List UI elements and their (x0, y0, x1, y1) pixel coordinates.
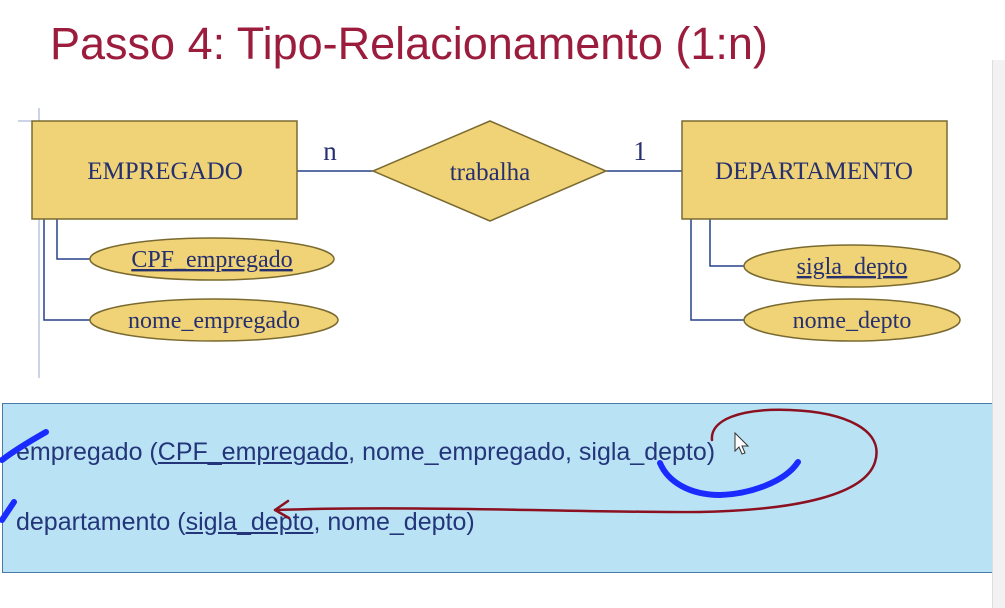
edge-nome-depto (690, 219, 744, 321)
er-diagram: EMPREGADO trabalha n 1 DEPARTAMENTO CPF_… (18, 108, 961, 378)
relation-departamento: departamento (sigla_depto, nome_depto) (16, 508, 475, 537)
relation-departamento-open: ( (170, 508, 186, 536)
relationship-label: trabalha (450, 159, 531, 186)
slide-title: Passo 4: Tipo-Relacionamento (1:n) (50, 18, 768, 69)
attribute-nome-empregado-label: nome_empregado (128, 308, 300, 334)
window-edge-bar (992, 60, 1005, 608)
relation-departamento-close: ) (466, 508, 475, 536)
relation-departamento-pk: sigla_depto (185, 508, 314, 536)
attribute-cpf-empregado-label: CPF_empregado (131, 247, 292, 273)
relation-empregado-attr1: nome_empregado (362, 438, 565, 466)
relation-empregado-open: ( (142, 438, 158, 466)
relation-departamento-name: departamento (16, 508, 171, 536)
attribute-nome-depto: nome_depto (743, 298, 961, 342)
attribute-nome-depto-label: nome_depto (793, 308, 912, 334)
relation-empregado-pk: CPF_empregado (157, 438, 349, 466)
edge-nome-empregado (43, 219, 90, 321)
cardinality-n: n (323, 136, 337, 166)
edge-cpf-empregado (56, 219, 90, 260)
entity-departamento-label: DEPARTAMENTO (715, 158, 913, 185)
relation-departamento-sep1: , (313, 508, 328, 536)
relation-departamento-attr1: nome_depto (327, 508, 467, 536)
attribute-nome-empregado: nome_empregado (89, 298, 339, 342)
entity-empregado: EMPREGADO (31, 120, 298, 220)
attribute-cpf-empregado: CPF_empregado (89, 237, 335, 281)
edge-sigla-depto (709, 219, 744, 267)
relation-empregado-attr2: sigla_depto (578, 438, 707, 466)
relational-schema-box (2, 403, 994, 573)
relationship-trabalha: trabalha (371, 120, 608, 222)
attribute-sigla-depto: sigla_depto (743, 244, 961, 288)
relation-empregado: empregado (CPF_empregado, nome_empregado… (16, 438, 715, 467)
entity-departamento: DEPARTAMENTO (681, 120, 948, 220)
relation-empregado-sep1: , (348, 438, 363, 466)
relation-empregado-sep2: , (564, 438, 579, 466)
relation-empregado-close: ) (706, 438, 716, 466)
attribute-sigla-depto-label: sigla_depto (797, 254, 908, 280)
cardinality-1: 1 (633, 136, 647, 166)
entity-empregado-label: EMPREGADO (87, 158, 243, 185)
relation-empregado-name: empregado (16, 438, 143, 466)
